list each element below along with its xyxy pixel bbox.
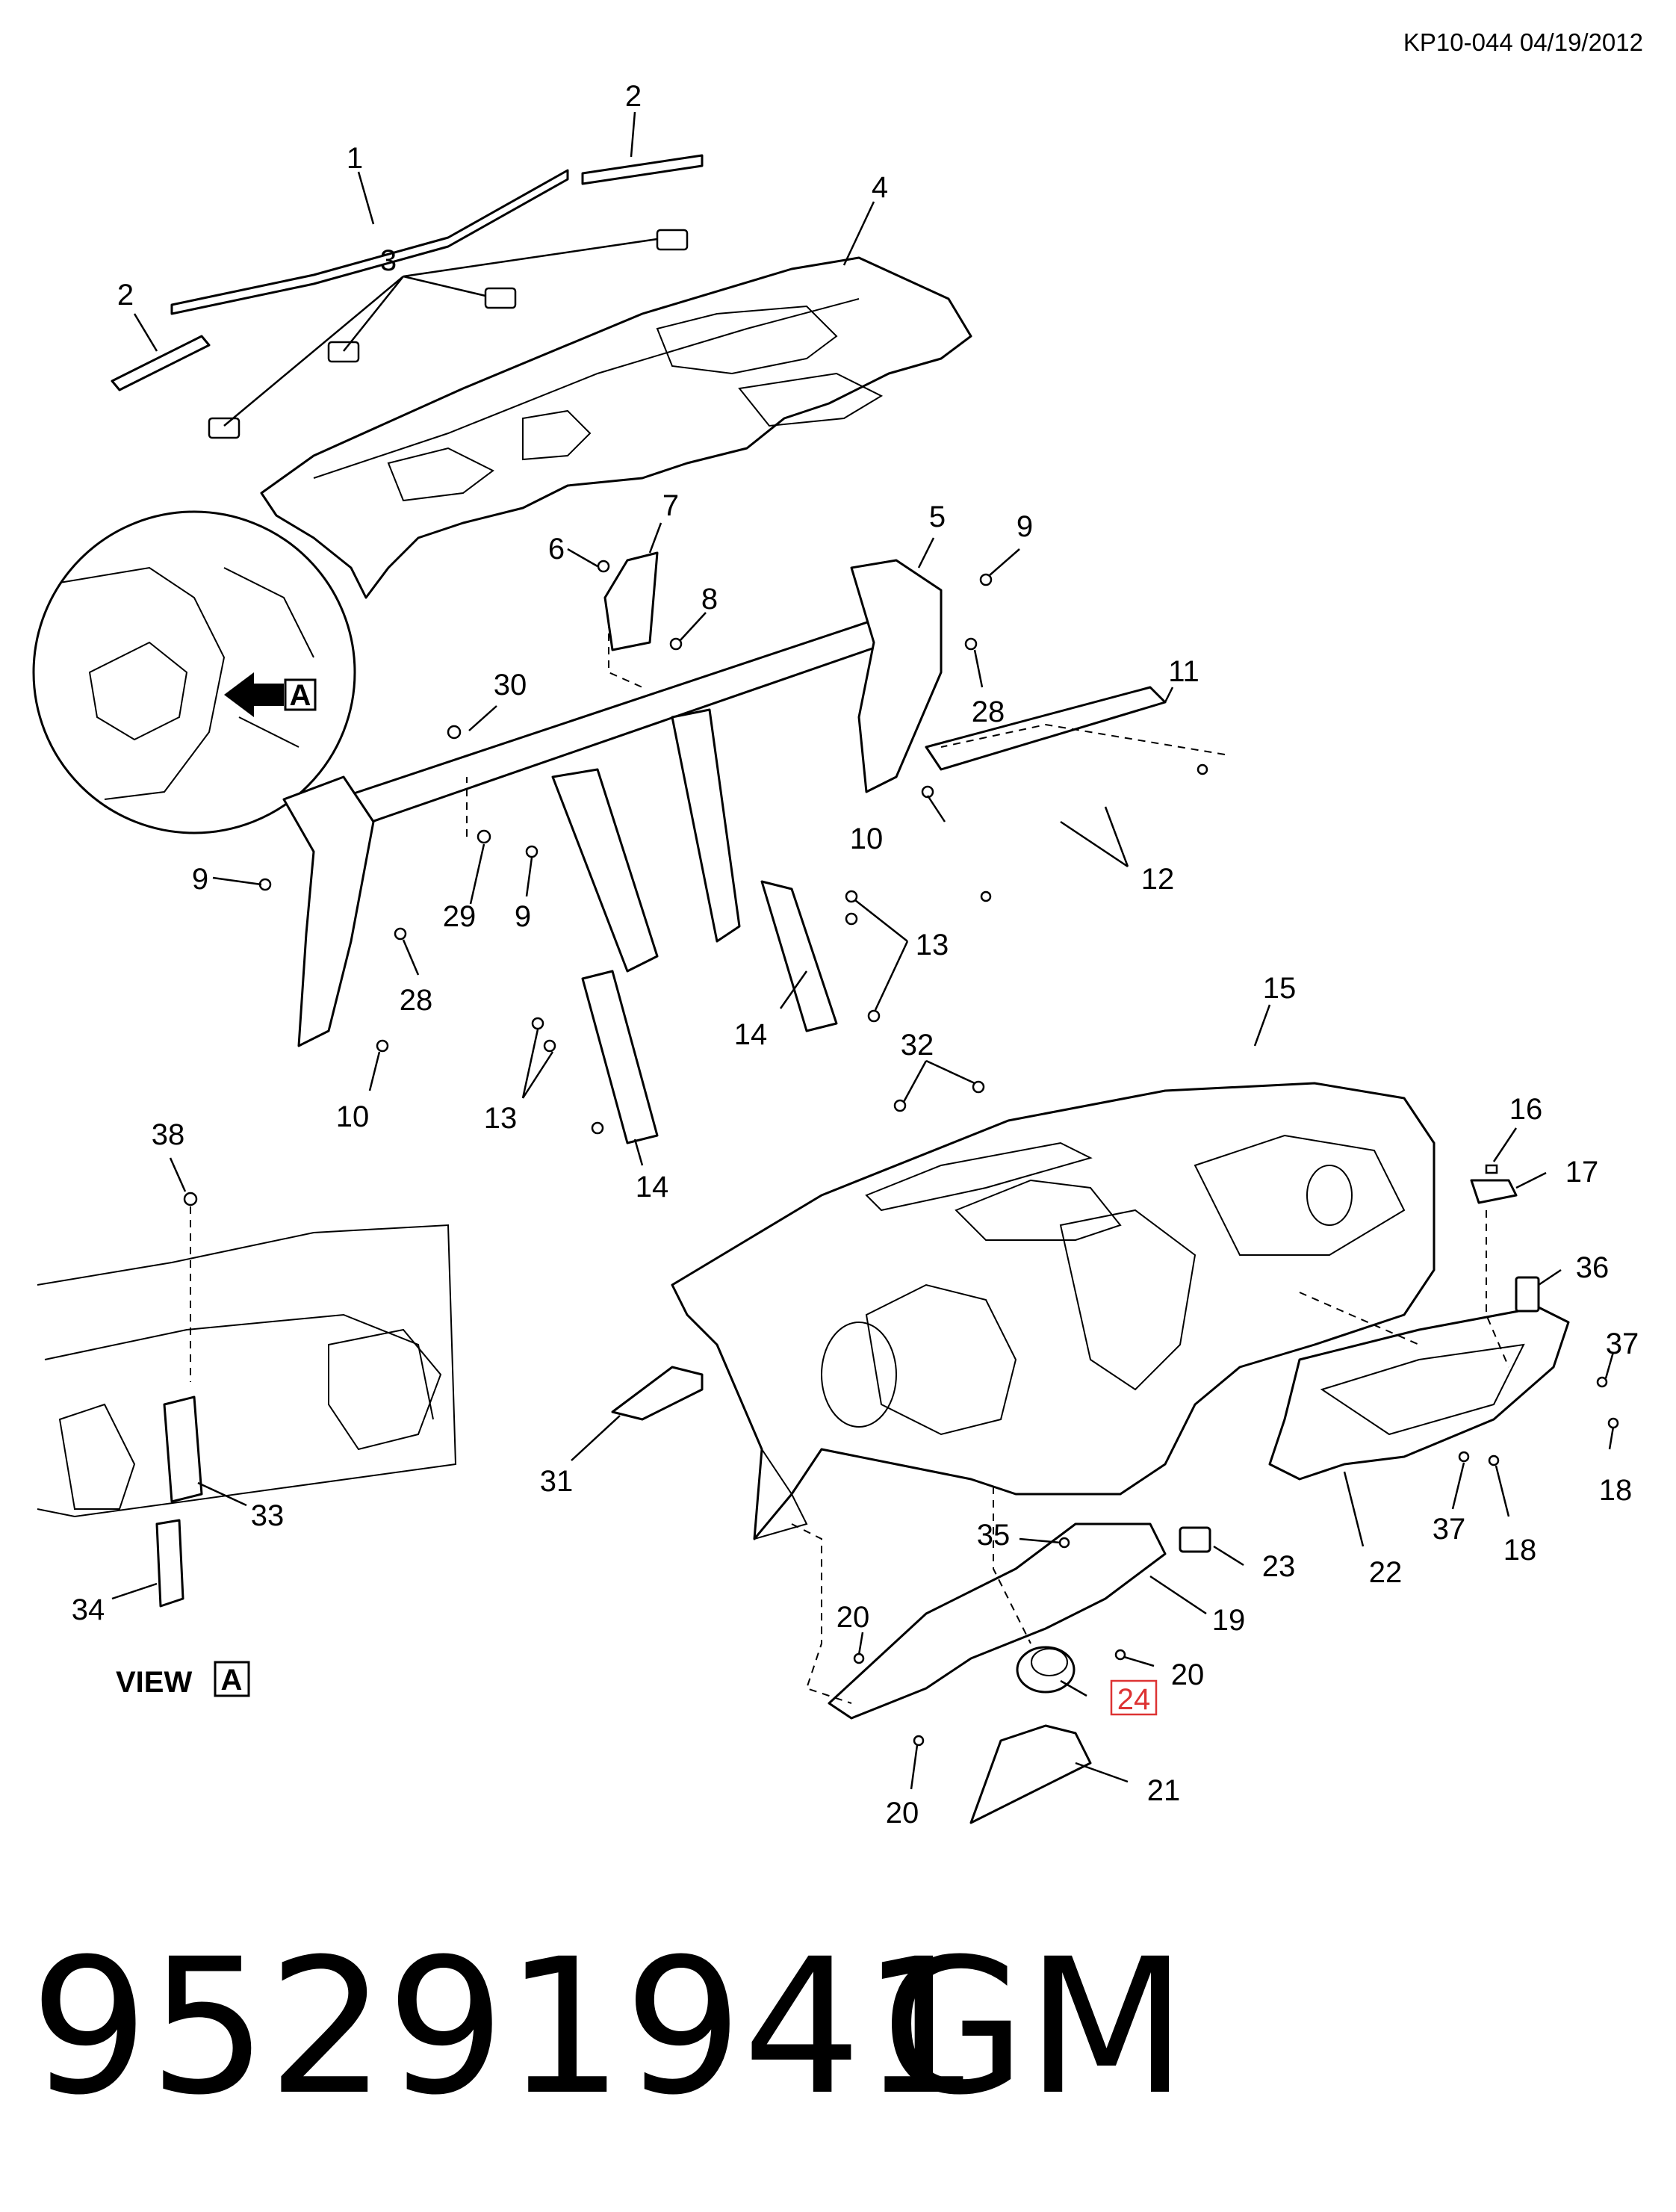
callout-37a: 37 — [1606, 1327, 1639, 1360]
part-number: 95291941 — [30, 1918, 980, 2136]
callout-33: 33 — [251, 1499, 285, 1532]
callout-7: 7 — [662, 489, 679, 522]
view-label: VIEW — [116, 1666, 192, 1699]
callout-10a: 10 — [850, 822, 884, 855]
callout-24: 24 — [1117, 1683, 1151, 1716]
diagram-code: KP10-044 04/19/2012 — [1403, 28, 1643, 56]
callout-2b: 2 — [117, 279, 134, 312]
windshield-strip — [170, 169, 569, 315]
clip-16 — [1485, 1164, 1498, 1174]
callout-labels: 1 2 2 3 4 5 6 7 8 9 9 9 10 10 11 12 13 1… — [72, 80, 1639, 1830]
callout-2a: 2 — [625, 80, 642, 113]
callout-22: 22 — [1369, 1556, 1403, 1589]
callout-13b: 13 — [484, 1102, 518, 1135]
callout-3: 3 — [380, 244, 397, 277]
callout-38: 38 — [152, 1118, 185, 1151]
callout-15: 15 — [1263, 972, 1297, 1005]
cross-car-beam — [282, 559, 1167, 1144]
callout-19: 19 — [1212, 1604, 1246, 1637]
callout-35: 35 — [977, 1519, 1011, 1552]
callout-18a: 18 — [1599, 1474, 1633, 1507]
callout-16: 16 — [1509, 1093, 1543, 1126]
callout-37b: 37 — [1433, 1513, 1466, 1546]
callout-28b: 28 — [400, 984, 433, 1017]
leaders-upper — [133, 111, 1174, 1166]
callout-11: 11 — [1168, 655, 1199, 688]
cover-21 — [969, 1724, 1092, 1824]
callout-9b: 9 — [192, 863, 208, 896]
view-a-inset — [37, 1157, 457, 1608]
callout-31: 31 — [540, 1465, 574, 1498]
callout-14a: 14 — [734, 1018, 768, 1051]
callout-21: 21 — [1147, 1774, 1181, 1807]
callout-9a: 9 — [1017, 510, 1033, 543]
callout-9c: 9 — [515, 900, 531, 933]
detail-view-circle — [32, 510, 356, 834]
callout-20b: 20 — [1171, 1658, 1205, 1691]
callout-1: 1 — [347, 142, 363, 175]
callout-17: 17 — [1565, 1156, 1599, 1189]
callout-20a: 20 — [837, 1601, 870, 1634]
dashed-guides-lower — [791, 1210, 1509, 1704]
bracket-7 — [603, 551, 659, 651]
callout-30: 30 — [494, 669, 527, 701]
brand-name: GM — [881, 1918, 1187, 2136]
callout-28a: 28 — [972, 695, 1005, 728]
leaders-lower — [571, 1004, 1615, 1790]
callout-36: 36 — [1576, 1251, 1610, 1284]
view-label-box-text: A — [221, 1664, 243, 1697]
callout-34: 34 — [72, 1593, 105, 1626]
bracket-17 — [1470, 1179, 1518, 1204]
panel-36 — [1515, 1276, 1540, 1313]
pad-strip-right — [581, 154, 704, 185]
callout-20c: 20 — [886, 1797, 919, 1830]
callout-8: 8 — [701, 583, 718, 616]
callout-10b: 10 — [336, 1100, 370, 1133]
headlamp-switch-24 — [1016, 1646, 1076, 1694]
callout-12: 12 — [1141, 863, 1175, 896]
clip-group — [208, 229, 689, 439]
pad-strip-left — [111, 335, 211, 391]
callout-14b: 14 — [636, 1171, 669, 1203]
callout-13a: 13 — [916, 929, 949, 961]
callout-29: 29 — [443, 900, 477, 933]
trim-pocket-31 — [611, 1366, 704, 1421]
callout-23: 23 — [1262, 1550, 1296, 1583]
callout-6: 6 — [548, 533, 565, 566]
detail-marker-label: A — [290, 679, 311, 712]
knee-bolster-19 — [828, 1522, 1167, 1720]
instrument-panel — [671, 1082, 1436, 1540]
switch-23 — [1179, 1526, 1211, 1553]
callout-18b: 18 — [1503, 1534, 1537, 1567]
callout-24-highlight-box — [1110, 1679, 1158, 1716]
callout-4: 4 — [872, 171, 888, 204]
upper-trim-pad — [260, 256, 972, 599]
detail-marker-box — [284, 678, 317, 711]
view-label-box — [214, 1661, 250, 1697]
fasteners-upper — [258, 560, 1208, 1135]
callout-32: 32 — [901, 1029, 934, 1062]
dashed-guides-upper — [466, 620, 1226, 837]
callout-5: 5 — [929, 501, 946, 533]
